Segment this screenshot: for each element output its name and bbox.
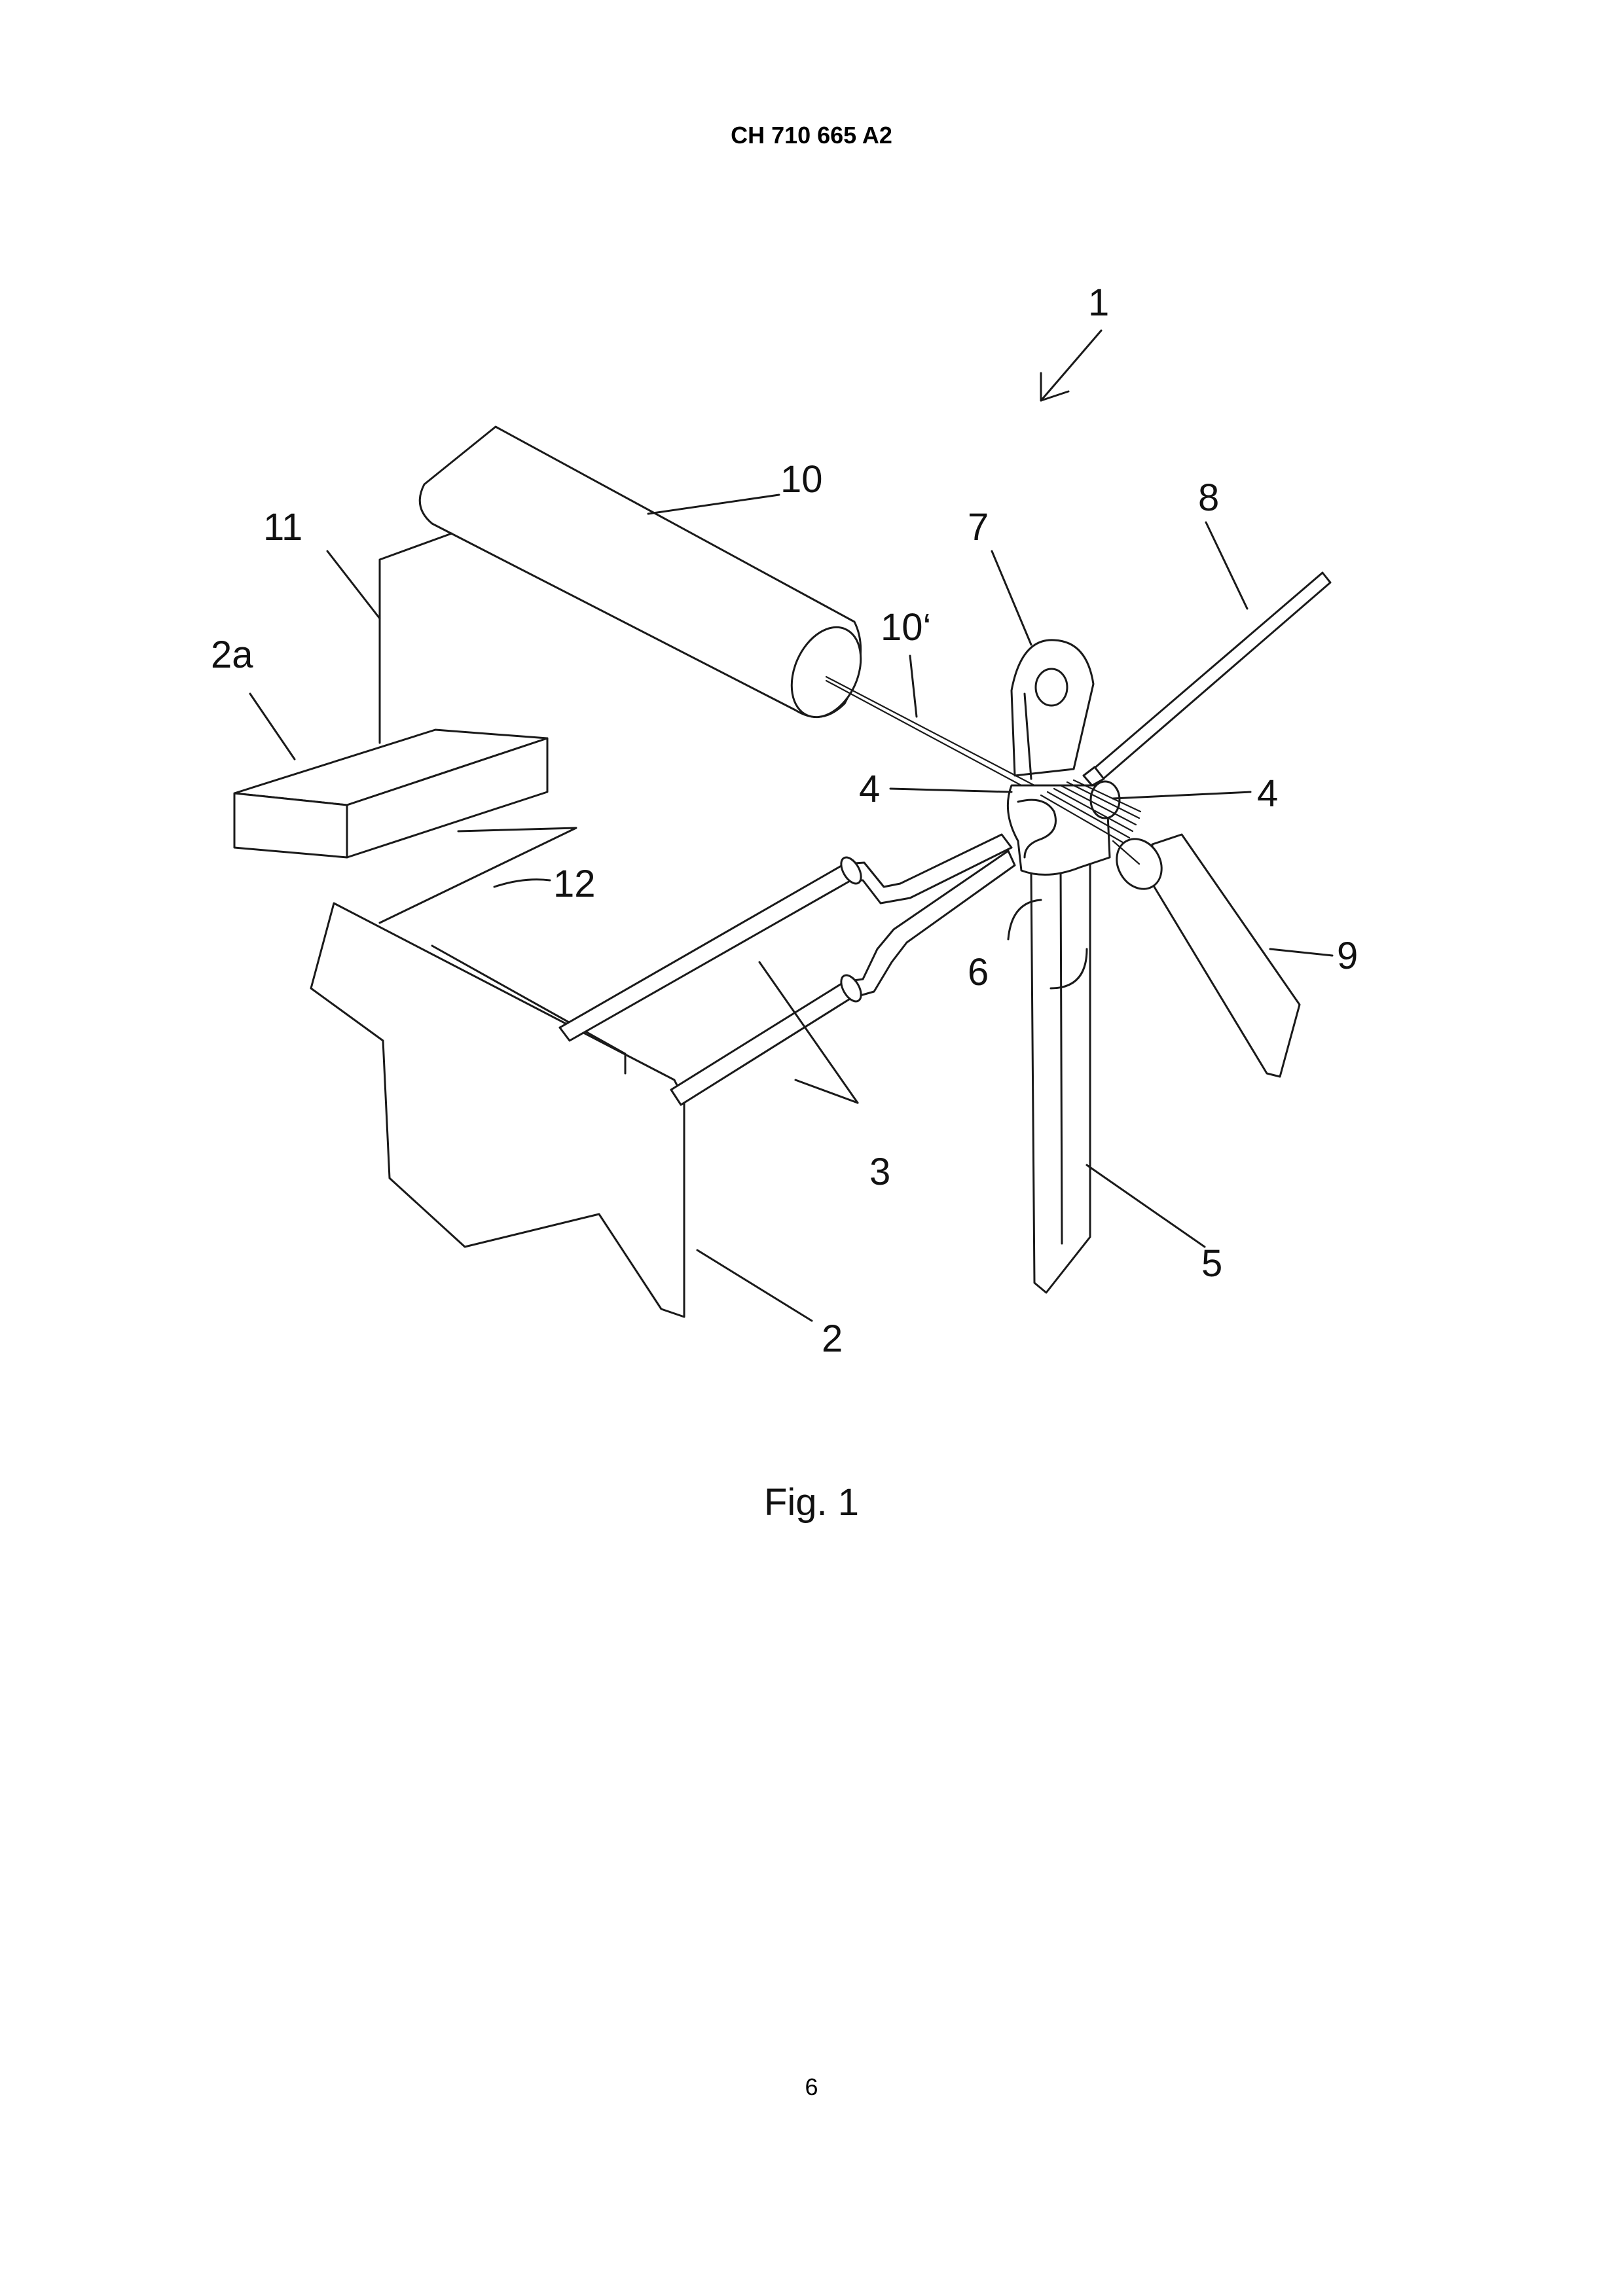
nozzle-tool	[1108, 831, 1300, 1077]
label-wire-feed: 8	[1198, 476, 1219, 519]
lower-connection-line	[380, 828, 576, 923]
band-strip	[1031, 857, 1090, 1293]
label-wire: 10‘	[881, 606, 931, 649]
label-spool-roller: 10	[780, 458, 823, 501]
upper-connection-line	[380, 533, 452, 743]
wire-line	[826, 677, 1034, 791]
label-upper-connection: 11	[263, 506, 302, 548]
label-band: 5	[1201, 1242, 1222, 1285]
page-number: 6	[0, 2073, 1623, 2101]
label-device: 1	[1088, 281, 1109, 324]
label-clamp-jaws-right: 4	[1257, 772, 1278, 815]
wire-feed-rod	[1084, 573, 1330, 785]
label-lower-connection: 12	[553, 863, 596, 905]
control-unit-box	[234, 730, 547, 857]
label-eyelet-part: 7	[968, 506, 989, 548]
label-clamp-jaws-left: 4	[859, 768, 880, 810]
label-nozzle: 9	[1337, 935, 1358, 977]
label-holding-arms: 3	[869, 1151, 890, 1193]
label-band-holder: 6	[968, 951, 989, 994]
label-control-unit: 2a	[211, 634, 253, 676]
eyelet-part	[1012, 640, 1093, 779]
machine-body	[311, 903, 684, 1317]
label-machine-body: 2	[822, 1318, 843, 1360]
figure-caption: Fig. 1	[0, 1480, 1623, 1524]
